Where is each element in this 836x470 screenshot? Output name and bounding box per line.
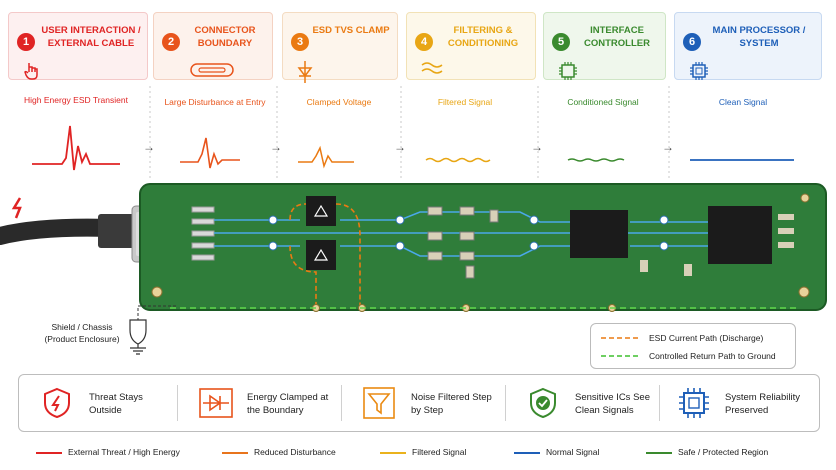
shield-icon [129, 305, 176, 355]
key-label-threat: External Threat / High Energy [68, 447, 180, 457]
signal-label-disturbance: Large Disturbance at Entry [164, 97, 266, 107]
chip-icon [559, 62, 577, 80]
arrow-icon: → [143, 140, 155, 154]
stage-title: USER INTERACTION / EXTERNAL CABLE [41, 25, 141, 49]
stage-card-2: 2 CONNECTOR BOUNDARY [153, 12, 273, 80]
stage-number: 5 [552, 33, 570, 51]
tvs-chips [306, 196, 336, 270]
divider [505, 385, 506, 421]
key-line-safe [646, 452, 672, 454]
shield-bolt-icon [44, 387, 70, 419]
stage-card-5: 5 INTERFACE CONTROLLER [543, 12, 666, 80]
stage-number: 3 [291, 33, 309, 51]
benefit-text: Threat Stays Outside [89, 392, 143, 416]
wave-filter-icon [421, 62, 443, 74]
key-line-threat [36, 452, 62, 454]
stage-card-3: 3 ESD TVS CLAMP [282, 12, 398, 83]
benefits-panel: Threat Stays Outside Energy Clamped at t… [18, 374, 820, 432]
diode-clamp-icon [199, 388, 233, 418]
signal-label-clamped: Clamped Voltage [306, 97, 372, 107]
signal-label-filtered: Filtered Signal [437, 97, 493, 107]
key-label-filtered: Filtered Signal [412, 447, 467, 457]
arrow-icon: → [394, 140, 406, 154]
signal-label-conditioned: Conditioned Signal [567, 97, 639, 107]
stage-separators [149, 86, 670, 180]
key-line-reduced [222, 452, 248, 454]
benefit-text: System Reliability Preserved [725, 392, 800, 416]
key-label-reduced: Reduced Disturbance [254, 447, 336, 457]
lightning-icon [11, 197, 22, 219]
stage-number: 1 [17, 33, 35, 51]
hand-pointer-icon [24, 63, 38, 80]
clamped-waveform [298, 145, 354, 169]
key-line-normal [514, 452, 540, 454]
cpu-icon [679, 388, 709, 418]
benefit-threat-outside: Threat Stays Outside [19, 375, 177, 431]
divider [659, 385, 660, 421]
stage-number: 4 [415, 33, 433, 51]
key-label-normal: Normal Signal [546, 447, 600, 457]
interface-controller-chip [570, 210, 628, 258]
shield-label: Shield / Chassis (Product Enclosure) [44, 322, 120, 344]
key-label-safe: Safe / Protected Region [678, 447, 769, 457]
processor-icon [690, 62, 708, 80]
circuit-board [0, 183, 827, 312]
arrow-icon: → [662, 140, 674, 154]
tvs-diode-icon [297, 61, 313, 83]
benefit-text: Energy Clamped at the Boundary [247, 392, 329, 416]
stage-card-1: 1 USER INTERACTION / EXTERNAL CABLE [8, 12, 148, 80]
benefit-text: Noise Filtered Step by Step [411, 392, 492, 416]
key-line-filtered [380, 452, 406, 454]
funnel-icon [363, 387, 395, 419]
filtered-waveform [425, 157, 491, 163]
stage-title: INTERFACE CONTROLLER [584, 25, 650, 49]
conditioned-waveform [567, 158, 625, 162]
stage-title: FILTERING & CONDITIONING [447, 25, 519, 49]
signal-label-esd: High Energy ESD Transient [24, 95, 128, 105]
main-processor-chip [708, 206, 772, 264]
arrow-icon: → [531, 140, 543, 154]
connector-icon [190, 63, 234, 77]
stage-number: 2 [162, 33, 180, 51]
stage-card-4: 4 FILTERING & CONDITIONING [406, 12, 536, 80]
stage-title: ESD TVS CLAMP [312, 25, 390, 36]
esd-current-path [289, 203, 361, 306]
benefit-text: Sensitive ICs See Clean Signals [575, 392, 650, 416]
signal-waveforms [32, 125, 794, 171]
path-legend: ESD Current Path (Discharge) Controlled … [590, 323, 796, 369]
stage-title: CONNECTOR BOUNDARY [194, 25, 256, 49]
benefit-clean-signals: Sensitive ICs See Clean Signals [507, 375, 657, 431]
arrow-icon: → [270, 140, 282, 154]
stage-card-6: 6 MAIN PROCESSOR / SYSTEM [674, 12, 822, 80]
legend-esd-path: ESD Current Path (Discharge) [649, 333, 764, 343]
stage-number: 6 [683, 33, 701, 51]
disturbance-waveform [180, 137, 240, 169]
divider [177, 385, 178, 421]
legend-return-path: Controlled Return Path to Ground [649, 351, 776, 361]
signal-label-clean: Clean Signal [718, 97, 768, 107]
shield-check-icon [530, 387, 556, 419]
benefit-noise-filtered: Noise Filtered Step by Step [343, 375, 503, 431]
benefit-reliability: System Reliability Preserved [661, 375, 819, 431]
divider [341, 385, 342, 421]
stage-title: MAIN PROCESSOR / SYSTEM [712, 25, 806, 49]
benefit-energy-clamped: Energy Clamped at the Boundary [179, 375, 339, 431]
esd-transient-waveform [32, 125, 120, 171]
